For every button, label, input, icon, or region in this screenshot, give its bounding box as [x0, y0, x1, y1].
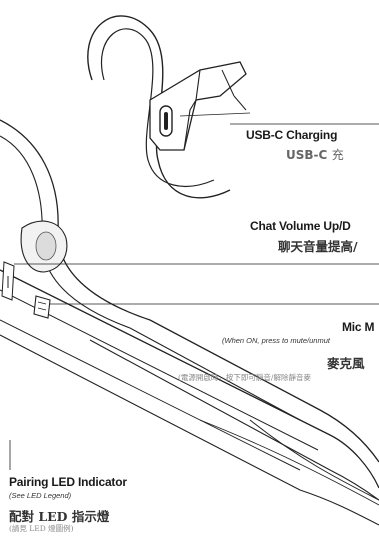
pairing-zh-note: (請見 LED 燈圖例)	[9, 524, 74, 533]
mic-zh-note: (電源開啟時，按下即可靜音/解除靜音麥	[178, 373, 311, 382]
volume-title: Chat Volume Up/D	[250, 219, 351, 233]
ear-hook-outer	[87, 15, 231, 199]
usb-c-title: USB-C Charging	[246, 128, 338, 142]
pairing-zh: 配對 LED 指示燈	[9, 509, 110, 524]
ear-hook-inner	[101, 28, 215, 187]
mic-title: Mic M	[342, 320, 375, 334]
mic-button	[33, 295, 51, 319]
mic-note: (When ON, press to mute/unmut	[222, 336, 330, 345]
headset-body-outer	[0, 119, 379, 463]
mic-zh: 麥克風	[327, 356, 365, 371]
boom-arm	[89, 339, 379, 501]
charging-module	[149, 61, 247, 151]
pairing-note: (See LED Legend)	[9, 491, 72, 500]
usb-c-zh: USB-C 充	[286, 146, 344, 164]
usb-c-zh-rest: 充	[331, 148, 344, 162]
pairing-title: Pairing LED Indicator	[9, 475, 127, 489]
usb-c-zh-prefix: USB-C	[286, 148, 328, 162]
volume-zh: 聊天音量提高/	[278, 239, 358, 254]
